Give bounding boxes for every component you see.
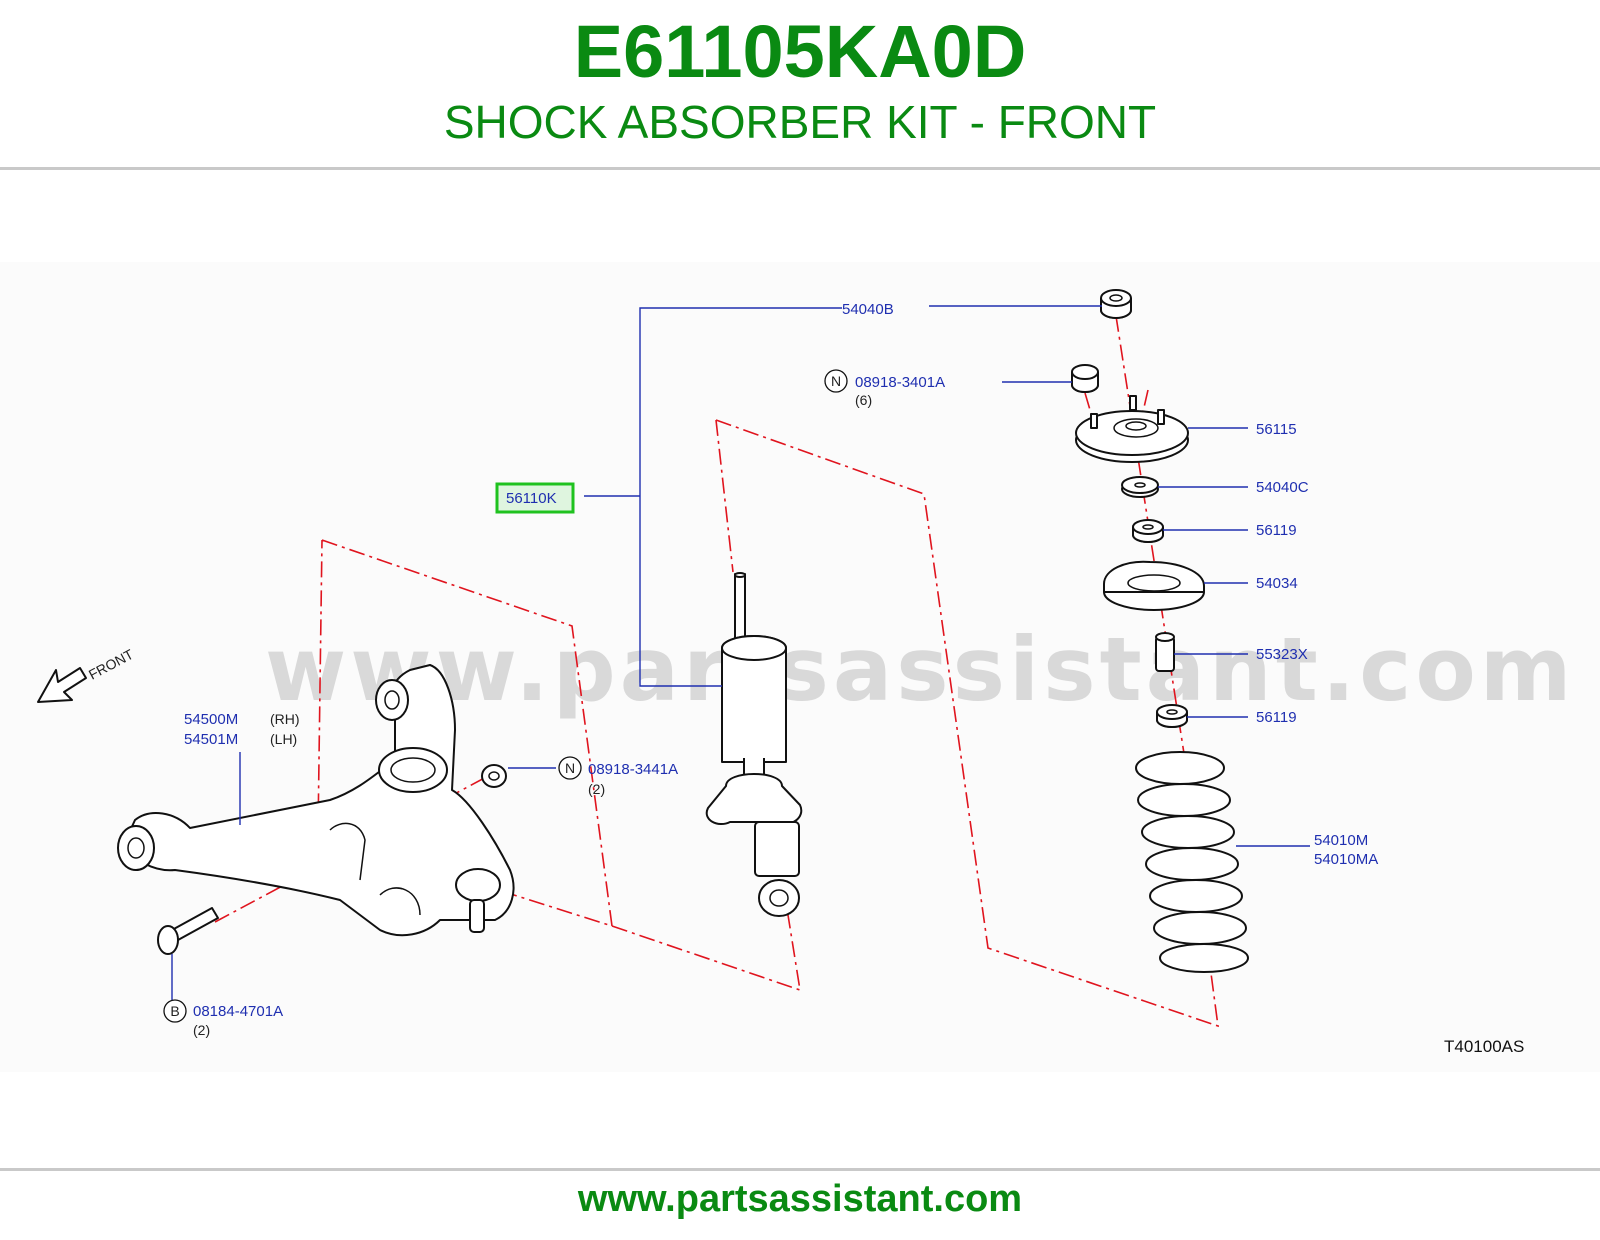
callout-56115[interactable]: 56115 bbox=[1256, 421, 1297, 438]
strut-mount-part bbox=[1075, 395, 1189, 463]
bump-stopper-part bbox=[1155, 632, 1175, 672]
side-54500M: (RH) bbox=[270, 711, 300, 727]
exploded-outline-shock-left bbox=[715, 419, 734, 573]
exploded-outline-arm bbox=[317, 539, 613, 928]
callout-56110K[interactable]: 56110K bbox=[506, 490, 557, 507]
front-label: FRONT bbox=[86, 646, 136, 683]
arm-nut-part bbox=[481, 764, 507, 788]
badge-n-3401A bbox=[824, 369, 848, 393]
mount-nut-part bbox=[1071, 364, 1099, 393]
badge-b-4701A bbox=[163, 999, 187, 1023]
badge-b-4701A-letter: B bbox=[170, 1003, 179, 1019]
diagram-reference-code: T40100AS bbox=[1444, 1037, 1524, 1056]
callout-54010M[interactable]: 54010M bbox=[1314, 832, 1368, 849]
callout-54500M[interactable]: 54500M bbox=[184, 711, 238, 728]
qty-08918-3401A: (6) bbox=[855, 392, 872, 408]
watermark-text: www.partsassistant.com bbox=[265, 618, 1576, 721]
callout-54034[interactable]: 54034 bbox=[1256, 575, 1298, 592]
side-54501M: (LH) bbox=[270, 731, 297, 747]
badge-n-3441A-letter: N bbox=[565, 760, 575, 776]
callout-56119-upper[interactable]: 56119 bbox=[1256, 522, 1297, 539]
exploded-outline-shock-bottom bbox=[611, 889, 801, 992]
badge-n-3401A-letter: N bbox=[831, 373, 841, 389]
callout-56110K-highlight bbox=[495, 482, 575, 514]
diagram-background bbox=[0, 262, 1600, 1072]
washer-part bbox=[1121, 476, 1159, 498]
spring-seat-part bbox=[1103, 560, 1205, 611]
part-description: SHOCK ABSORBER KIT - FRONT bbox=[443, 96, 1157, 148]
shock-absorber-part bbox=[705, 572, 803, 917]
top-nut-part bbox=[1100, 289, 1132, 319]
callout-08918-3441A[interactable]: 08918-3441A bbox=[588, 761, 678, 778]
callout-08918-3401A[interactable]: 08918-3401A bbox=[855, 374, 945, 391]
coil-spring-part bbox=[1135, 751, 1249, 973]
callout-55323X[interactable]: 55323X bbox=[1256, 646, 1308, 663]
top-divider bbox=[0, 167, 1600, 170]
lower-control-arm-part bbox=[117, 664, 515, 937]
callout-56119-lower[interactable]: 56119 bbox=[1256, 709, 1297, 726]
callout-54040C[interactable]: 54040C bbox=[1256, 479, 1309, 496]
callout-54040B[interactable]: 54040B bbox=[842, 301, 894, 318]
exploded-outline-shock bbox=[715, 419, 1219, 1028]
upper-bushing-part bbox=[1132, 519, 1164, 543]
qty-08918-3441A: (2) bbox=[588, 781, 605, 797]
header: E61105KA0D SHOCK ABSORBER KIT - FRONT bbox=[0, 0, 1600, 168]
bottom-divider bbox=[0, 1168, 1600, 1171]
lower-bushing-part bbox=[1156, 704, 1188, 728]
callout-08184-4701A[interactable]: 08184-4701A bbox=[193, 1003, 283, 1020]
leader-bracket-56110K bbox=[639, 307, 842, 687]
callout-54501M[interactable]: 54501M bbox=[184, 731, 238, 748]
part-number-title: E61105KA0D bbox=[573, 10, 1027, 93]
bolt-part bbox=[157, 907, 219, 955]
front-direction-arrow: FRONT bbox=[37, 646, 136, 703]
footer-url[interactable]: www.partsassistant.com bbox=[577, 1178, 1023, 1220]
qty-08184-4701A: (2) bbox=[193, 1022, 210, 1038]
badge-n-3441A bbox=[558, 756, 582, 780]
callout-54010MA[interactable]: 54010MA bbox=[1314, 851, 1378, 868]
